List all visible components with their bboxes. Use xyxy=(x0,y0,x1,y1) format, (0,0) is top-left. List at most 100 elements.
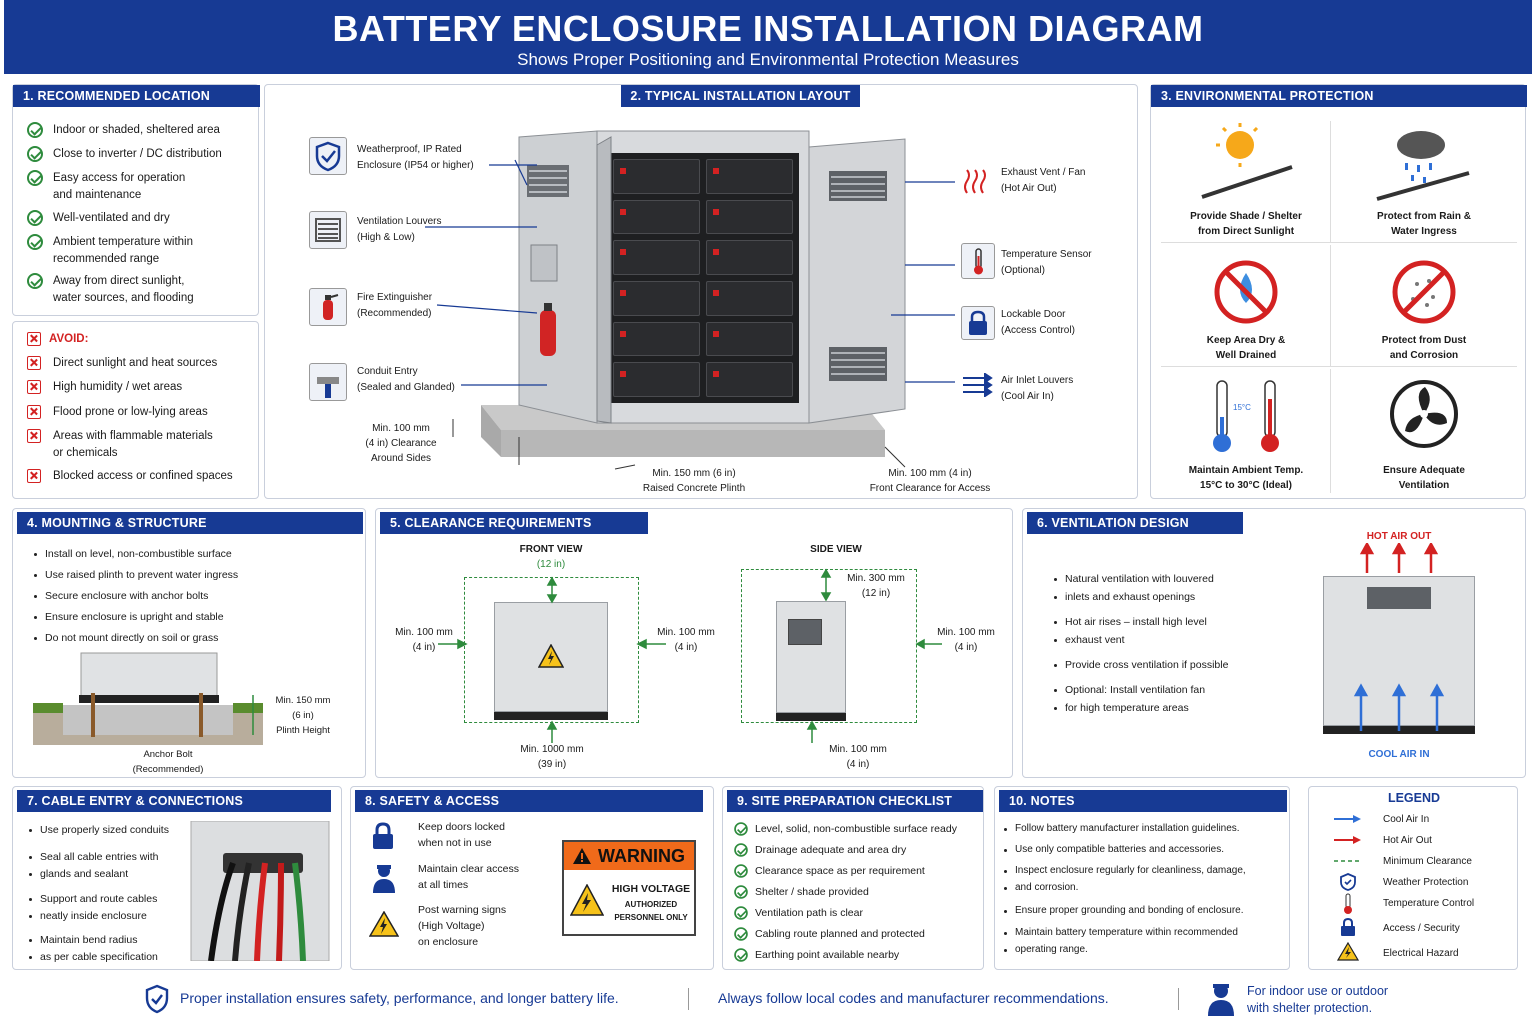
check-item: Cabling route planned and protected xyxy=(733,926,925,943)
footer-divider xyxy=(1178,988,1179,1010)
avoid-item: Areas with flammable materials xyxy=(27,428,213,445)
section-title: 9. SITE PREPARATION CHECKLIST xyxy=(727,790,983,812)
side-bottom-clearance: Min. 100 mm(4 in) xyxy=(829,744,887,770)
bullet-item-cont: as per cable specification xyxy=(29,951,158,963)
check-icon xyxy=(27,146,43,162)
callout-conduit: Conduit Entry(Sealed and Glanded) xyxy=(357,366,455,393)
legend-label: Access / Security xyxy=(1383,923,1460,934)
check-item: Ventilation path is clear xyxy=(733,905,863,922)
avoid-item: Direct sunlight and heat sources xyxy=(27,355,217,372)
cable-entry-panel: 7. CABLE ENTRY & CONNECTIONS Use properl… xyxy=(12,786,342,970)
cool-air-label: COOL AIR IN xyxy=(1368,749,1430,760)
avoid-item: High humidity / wet areas xyxy=(27,379,182,396)
warning-sign: WARNING HIGH VOLTAGE AUTHORIZED PERSONNE… xyxy=(562,840,696,936)
no-water-icon xyxy=(1214,260,1278,324)
plinth-note: Min. 150 mm (6 in)Raised Concrete Plinth xyxy=(642,468,746,494)
check-item: Away from direct sunlight, xyxy=(27,273,252,290)
bullet-item: Secure enclosure with anchor bolts xyxy=(33,590,209,602)
no-dust-icon xyxy=(1392,260,1456,324)
avoid-panel: AVOID: Direct sunlight and heat sources … xyxy=(12,321,259,499)
battery-module xyxy=(706,321,793,357)
bullet-item: Do not mount directly on soil or grass xyxy=(33,632,219,644)
check-icon xyxy=(734,843,748,857)
avoid-item: Flood prone or low-lying areas xyxy=(27,404,208,421)
env-cell: 15°C Maintain Ambient Temp.15°C to 30°C … xyxy=(1161,369,1331,493)
legend-label: Minimum Clearance xyxy=(1383,856,1472,867)
check-icon xyxy=(734,885,748,899)
section-title: 4. MOUNTING & STRUCTURE xyxy=(17,512,363,534)
personnel-text: PERSONNEL ONLY xyxy=(614,913,688,922)
bullet-item: Natural ventilation with louvered xyxy=(1054,573,1214,585)
environmental-protection-panel: 3. ENVIRONMENTAL PROTECTION Provide Shad… xyxy=(1150,84,1527,499)
lock-icon xyxy=(1341,917,1355,936)
top-louver xyxy=(1367,587,1431,609)
front-view-label: FRONT VIEW xyxy=(519,544,583,555)
check-icon xyxy=(27,122,43,138)
worker-icon xyxy=(373,865,395,893)
footer-text-codes: Always follow local codes and manufactur… xyxy=(718,990,1109,1006)
env-label: Maintain Ambient Temp.15°C to 30°C (Idea… xyxy=(1188,465,1304,491)
cross-icon xyxy=(27,380,41,394)
battery-rack xyxy=(607,153,799,403)
hazard-icon xyxy=(538,644,564,668)
page-title: BATTERY ENCLOSURE INSTALLATION DIAGRAM xyxy=(332,8,1204,49)
avoid-title: AVOID: xyxy=(27,331,88,348)
section-title: 2. TYPICAL INSTALLATION LAYOUT xyxy=(621,85,860,107)
section-title: 6. VENTILATION DESIGN xyxy=(1027,512,1243,534)
front-clearance-note: Min. 100 mm (4 in)Front Clearance for Ac… xyxy=(869,468,991,494)
bullet-item-cont: glands and sealant xyxy=(28,868,129,880)
front-base xyxy=(494,712,608,720)
louver-icon xyxy=(309,211,347,249)
safety-item-signs: Post warning signs(High Voltage)on enclo… xyxy=(418,904,507,948)
legend-label: Cool Air In xyxy=(1383,814,1430,825)
fire-extinguisher-icon xyxy=(309,288,347,326)
check-item: Well-ventilated and dry xyxy=(27,210,252,227)
bullet-item: Ensure enclosure is upright and stable xyxy=(34,611,224,623)
cross-icon xyxy=(27,469,41,483)
battery-module xyxy=(706,281,793,316)
module-terminal xyxy=(713,249,719,256)
sun-shade-icon xyxy=(1201,123,1293,199)
section-title: 7. CABLE ENTRY & CONNECTIONS xyxy=(17,790,331,812)
module-terminal xyxy=(713,371,719,378)
lock-icon xyxy=(373,822,393,849)
module-terminal xyxy=(713,208,719,215)
check-item: Drainage adequate and area dry xyxy=(733,842,906,859)
check-item: Easy access for operation xyxy=(27,170,252,187)
check-icon xyxy=(27,234,43,250)
front-left-clearance: Min. 100 mm(4 in) xyxy=(395,627,453,653)
note-item: Ensure proper grounding and bonding of e… xyxy=(1004,903,1244,919)
bullet-item: Hot air rises – install high level xyxy=(1054,616,1207,628)
callout-lock: Lockable Door(Access Control) xyxy=(1001,309,1075,336)
section-title: 1. RECOMMENDED LOCATION xyxy=(13,85,260,107)
clearance-arrows xyxy=(438,568,942,743)
worker-icon xyxy=(1208,984,1234,1016)
env-cell: Keep Area Dry &Well Drained xyxy=(1161,245,1331,367)
check-item: Clearance space as per requirement xyxy=(733,863,925,880)
conduit-icon xyxy=(309,363,347,401)
side-clearance-zone xyxy=(741,569,917,723)
rain-cloud-icon xyxy=(1376,131,1470,201)
callout-louvers: Ventilation Louvers(High & Low) xyxy=(357,216,442,243)
side-right-clearance: Min. 100 mm(4 in) xyxy=(937,627,995,653)
front-bottom-clearance: Min. 1000 mm(39 in) xyxy=(520,744,584,770)
section-title: 3. ENVIRONMENTAL PROTECTION xyxy=(1151,85,1527,107)
module-terminal xyxy=(620,168,626,174)
callout-temp-sensor: Temperature Sensor(Optional) xyxy=(1001,249,1092,276)
battery-module xyxy=(613,199,700,235)
header-banner: BATTERY ENCLOSURE INSTALLATION DIAGRAM S… xyxy=(4,0,1532,74)
clearance-requirements-panel: 5. CLEARANCE REQUIREMENTS (MINIMUM) FRON… xyxy=(375,508,1013,778)
ventilation-design-panel: 6. VENTILATION DESIGN Natural ventilatio… xyxy=(1022,508,1526,778)
installation-layout-panel: 2. TYPICAL INSTALLATION LAYOUT Weatherpr… xyxy=(264,84,1138,499)
plinth-side xyxy=(481,405,501,457)
battery-module xyxy=(706,240,793,275)
hv-text: HIGH VOLTAGE xyxy=(611,883,691,895)
